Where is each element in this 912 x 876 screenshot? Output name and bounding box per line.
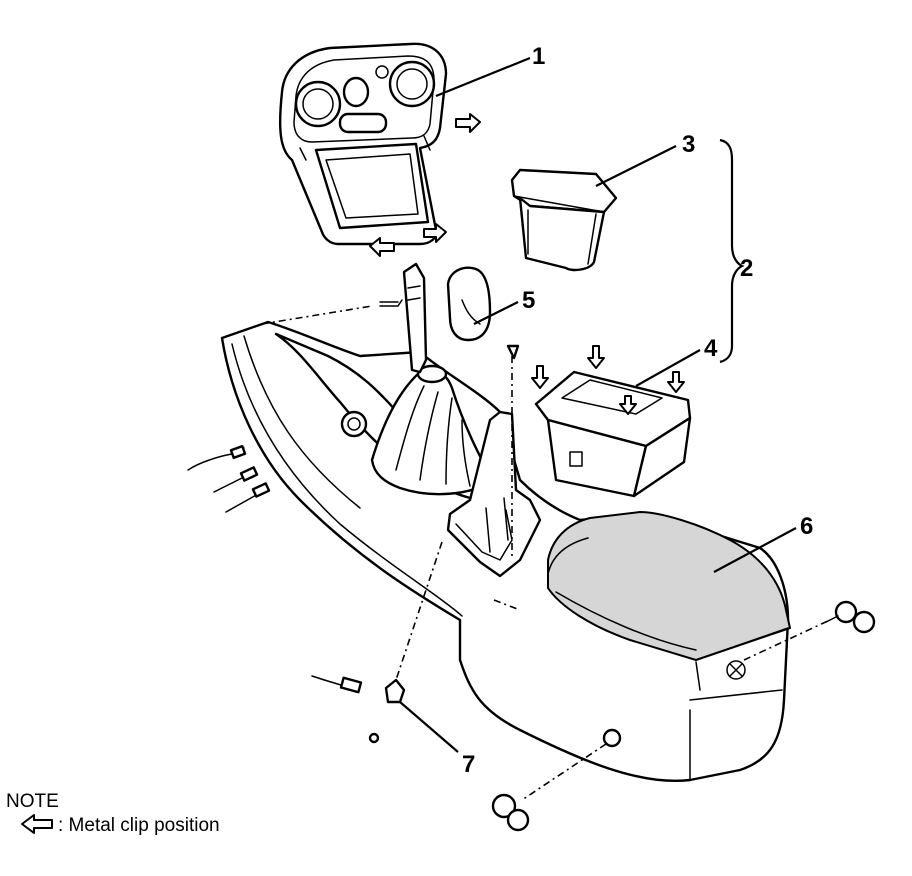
floor-console — [220, 262, 791, 783]
metal-clip-arrow-icon — [587, 345, 605, 369]
callout-6: 6 — [800, 513, 813, 540]
callout-1: 1 — [532, 43, 545, 70]
callout-7: 7 — [462, 751, 475, 778]
fasteners — [187, 299, 876, 832]
metal-clip-arrow-icon — [423, 223, 447, 243]
callout-3: 3 — [682, 131, 695, 158]
alignment-lines — [261, 305, 831, 801]
callout-labels: 1 2 3 4 5 6 7 — [462, 43, 813, 778]
callout-5: 5 — [522, 287, 535, 314]
center-panel — [278, 42, 481, 257]
metal-clip-arrow-icon — [455, 113, 481, 133]
accessory-box — [531, 345, 692, 498]
cup-holder-lid — [510, 168, 618, 272]
metal-clip-arrow-icon — [667, 371, 685, 393]
callout-2: 2 — [740, 255, 753, 282]
metal-clip-arrow-icon — [369, 237, 395, 257]
metal-clip-arrow-icon — [21, 814, 53, 834]
callout-4: 4 — [704, 335, 718, 362]
leader-lines — [399, 56, 797, 753]
console-clip — [368, 678, 406, 744]
note-legend-text: : Metal clip position — [58, 815, 220, 836]
note-heading: NOTE — [6, 791, 59, 812]
metal-clip-arrow-icon — [531, 365, 549, 389]
shift-knob — [446, 266, 492, 342]
metal-clip-arrow-icon — [619, 395, 637, 415]
note-legend: NOTE : Metal clip position — [6, 791, 220, 836]
